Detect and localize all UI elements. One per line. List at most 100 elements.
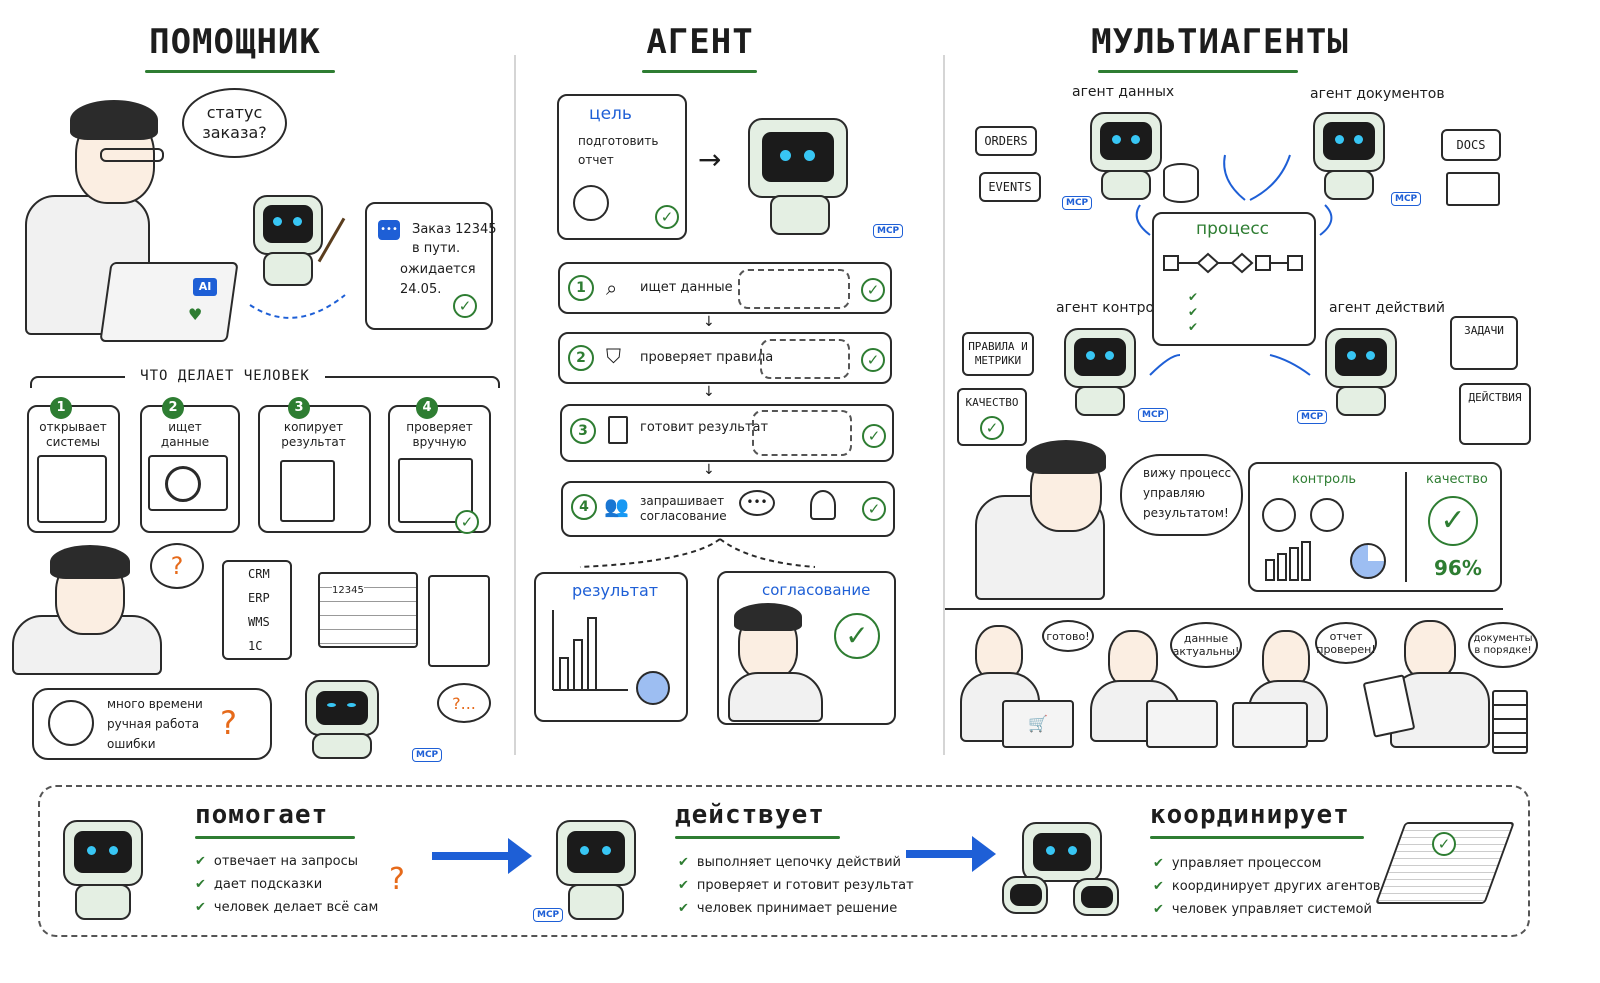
reply-line: Заказ 12345	[412, 222, 497, 237]
robot-face	[1074, 338, 1126, 376]
events-chip: EVENTS	[979, 172, 1041, 202]
goal-title: цель	[589, 104, 632, 124]
question-mark: ?	[389, 862, 405, 897]
human-speech-line: результатом!	[1143, 506, 1229, 520]
orders-chip: ORDERS	[975, 126, 1037, 156]
reply-line: в пути.	[412, 241, 461, 256]
robot-summary-head	[556, 820, 636, 886]
robot-docs-agent-head	[1313, 112, 1385, 172]
robot-eye	[1112, 135, 1121, 144]
robot-eye	[804, 150, 815, 161]
human-speech-bubble	[1120, 454, 1243, 536]
section-title-agent: АГЕНТ	[646, 22, 754, 62]
person-hoodie	[728, 672, 823, 722]
pie-chart-icon	[1350, 543, 1386, 579]
team-bubble-text: отчет проверен!	[1316, 630, 1376, 656]
robot-summary-head	[1022, 822, 1102, 882]
process-card	[1152, 212, 1316, 346]
step-label: ищет данные	[160, 420, 210, 449]
step-label: ищет данные	[640, 280, 733, 295]
docs-chip: DOCS	[1441, 129, 1501, 161]
team-member-body	[1390, 672, 1490, 748]
check-icon: ✓	[655, 205, 679, 229]
human-steps-title: ЧТО ДЕЛАЕТ ЧЕЛОВЕК	[140, 368, 310, 384]
title-underline	[145, 70, 335, 73]
summary-item: человек принимает решение	[678, 901, 897, 917]
summary-item: человек делает всё сам	[195, 900, 378, 916]
robot-eye	[580, 846, 589, 855]
robot-face	[74, 831, 132, 873]
step-number: 2	[162, 397, 184, 419]
arrow-icon: →	[698, 143, 722, 176]
team-bubble: готово!	[1042, 620, 1094, 652]
human-step-card	[258, 405, 371, 533]
robot-eye	[1347, 351, 1356, 360]
step-number: 1	[568, 275, 594, 301]
chat-icon: •••	[739, 490, 775, 516]
team-bubble: документы в порядке!	[1468, 622, 1538, 668]
title-underline	[195, 836, 355, 839]
system-item: 1С	[248, 639, 263, 653]
process-flow-icon	[1163, 252, 1303, 274]
title-underline	[642, 70, 757, 73]
check-icon: ✓	[861, 278, 885, 302]
agent-step-row	[561, 481, 895, 537]
step-number: 1	[50, 397, 72, 419]
mcp-tag: MCP	[1138, 408, 1169, 422]
robot-actions-agent-head	[1325, 328, 1397, 388]
arrow-down: ↓	[703, 462, 715, 478]
summary-panel	[38, 785, 1530, 937]
robot-eye	[1366, 351, 1375, 360]
approval-title: согласование	[762, 581, 871, 599]
result-title: результат	[572, 581, 659, 600]
quality-check-icon: ✓	[1428, 496, 1478, 546]
question-text: статус заказа?	[202, 103, 267, 142]
robot-eye	[1068, 846, 1077, 855]
people-icon: 👥	[604, 494, 629, 518]
ai-badge: AI	[193, 278, 217, 296]
check-icon: ✓	[1432, 832, 1456, 856]
system-item: CRM	[248, 567, 270, 581]
team-bubble-text: данные актуальны!	[1172, 632, 1240, 658]
system-item: WMS	[248, 615, 270, 629]
checklist-icon	[398, 458, 473, 523]
dashboard-divider	[1405, 472, 1407, 582]
title-underline	[1150, 836, 1364, 839]
reply-line: ожидается	[400, 262, 476, 277]
flow-arrow	[432, 852, 514, 860]
heart-icon: ♥	[188, 305, 203, 324]
table-icon	[148, 455, 228, 511]
robot-face	[1100, 122, 1152, 160]
team-bubble: данные актуальны!	[1170, 622, 1242, 668]
summary-item: дает подсказки	[195, 877, 322, 893]
robot-face	[1010, 884, 1042, 906]
chat-icon: •••	[378, 220, 400, 240]
team-bubble-text: готово!	[1046, 629, 1090, 643]
step-label: открывает системы	[39, 420, 107, 449]
robot-summary-body	[568, 884, 624, 920]
quality-value: 96%	[1434, 556, 1482, 580]
system-item: ERP	[248, 591, 270, 605]
thinking-text: ?...	[452, 693, 476, 713]
check-icon: ✓	[861, 348, 885, 372]
magnifier-icon	[165, 466, 201, 502]
robot-face	[1335, 338, 1387, 376]
user-icon	[810, 490, 836, 520]
team-member-head	[1262, 630, 1310, 688]
step-number: 4	[571, 494, 597, 520]
team-member-head	[1404, 620, 1456, 680]
step-label: проверяет вручную	[406, 420, 473, 449]
robot-eye	[1131, 135, 1140, 144]
step-number: 3	[570, 418, 596, 444]
goal-line: отчет	[578, 153, 614, 167]
gauge-icon	[1262, 498, 1296, 532]
arrow-down: ↓	[703, 314, 715, 330]
goal-line: подготовить	[578, 134, 659, 148]
step-label: запрашивает согласование	[640, 494, 727, 523]
flow-arrow-head	[972, 836, 996, 872]
robot-control-agent-body	[1075, 386, 1125, 416]
step-label: готовит результат	[640, 420, 769, 435]
mini-bar-chart-icon	[1265, 541, 1311, 581]
target-icon	[573, 185, 609, 221]
approved-check-icon: ✓	[834, 613, 880, 659]
